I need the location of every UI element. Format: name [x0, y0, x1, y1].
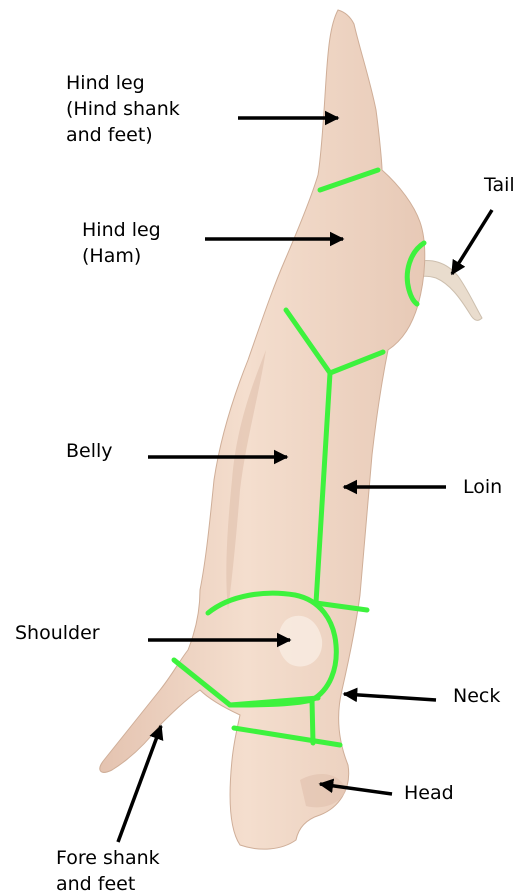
- neck-cut: [312, 700, 313, 743]
- label-hind-shank: Hind leg (Hind shank and feet): [66, 70, 180, 148]
- label-shoulder: Shoulder: [15, 620, 100, 646]
- arrow-tail: [452, 210, 492, 274]
- label-loin: Loin: [463, 474, 502, 500]
- label-neck: Neck: [453, 683, 500, 709]
- label-head: Head: [404, 780, 454, 806]
- label-tail: Tail: [484, 172, 515, 198]
- label-fore-shank: Fore shank and feet: [56, 845, 160, 896]
- arrow-neck: [344, 694, 436, 700]
- label-ham: Hind leg (Ham): [82, 217, 161, 269]
- label-belly: Belly: [66, 438, 113, 464]
